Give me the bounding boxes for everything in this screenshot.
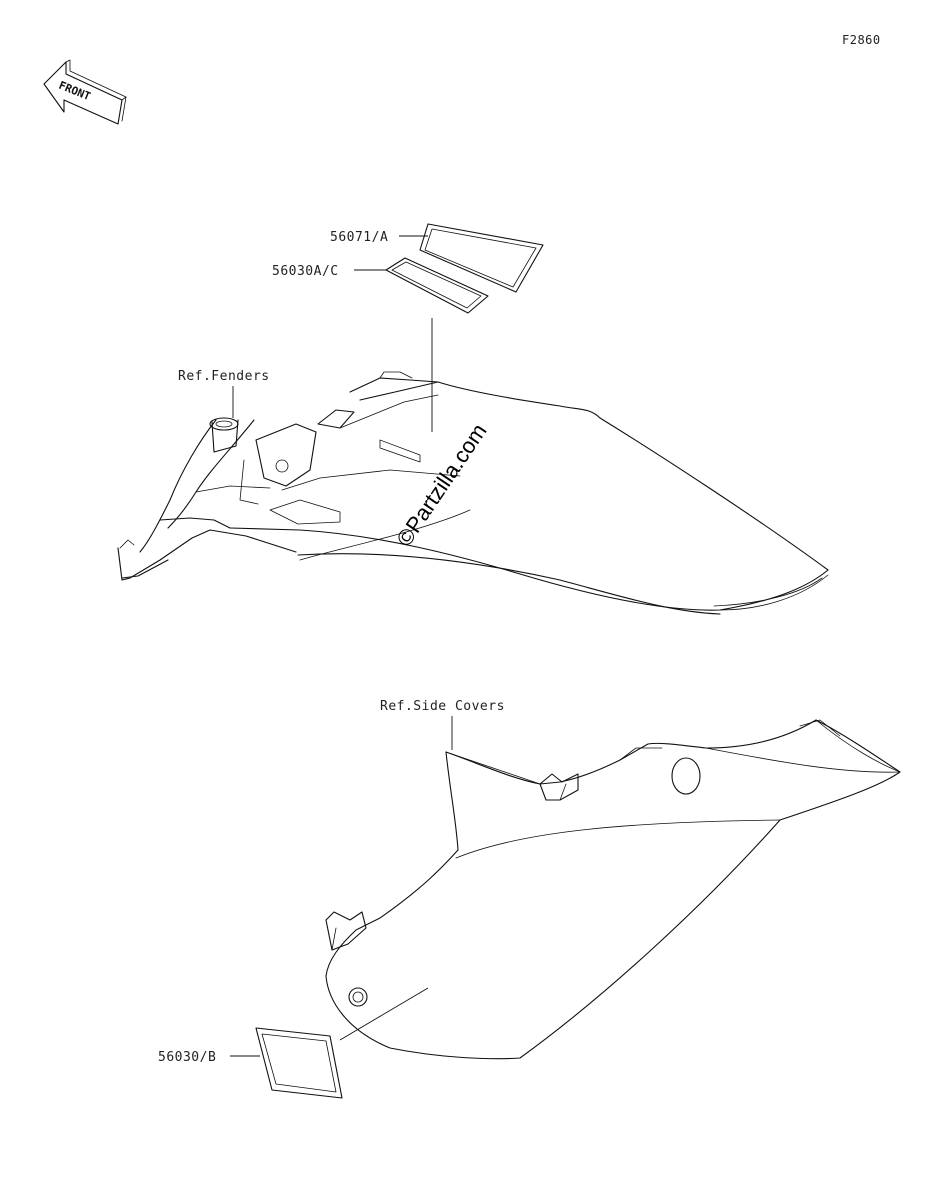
side-cover	[325, 719, 901, 1060]
watermark-text: ©Partzilla.com	[391, 419, 491, 551]
front-arrow-label: FRONT	[57, 79, 93, 104]
sticker-56071a[interactable]	[419, 223, 544, 293]
front-arrow-icon: FRONT	[43, 59, 127, 125]
sticker-56030b[interactable]	[255, 1027, 343, 1099]
label-ref-fenders[interactable]: Ref.Fenders	[178, 369, 270, 384]
sticker-56030ac[interactable]	[385, 257, 489, 314]
diagram-code: F2860	[842, 33, 881, 47]
label-56030ac[interactable]: 56030A/C	[272, 264, 339, 279]
rear-fender	[117, 371, 829, 615]
label-ref-side-covers[interactable]: Ref.Side Covers	[380, 699, 505, 714]
label-56030b[interactable]: 56030/B	[158, 1050, 216, 1065]
label-56071a[interactable]: 56071/A	[330, 230, 388, 245]
